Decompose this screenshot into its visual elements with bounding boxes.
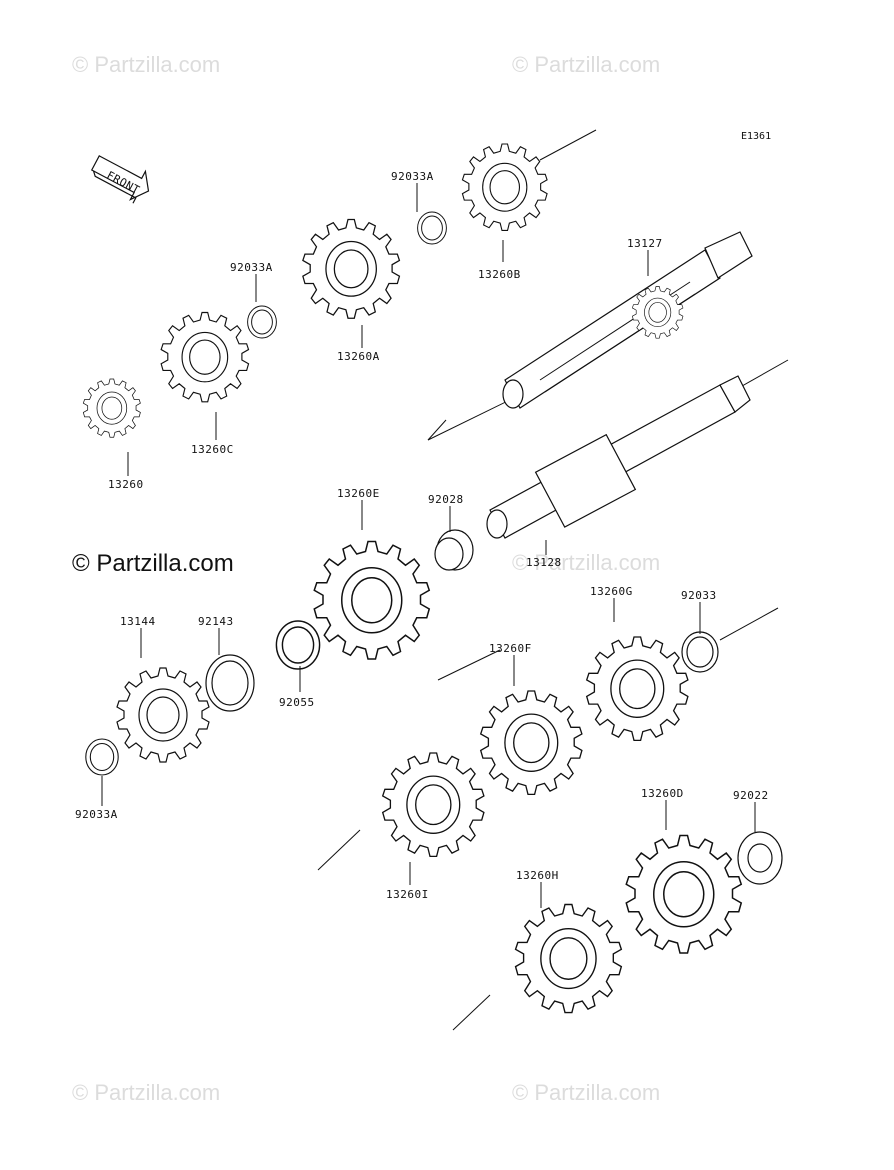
gear-13260E	[313, 540, 430, 660]
gear-13260I	[382, 752, 485, 858]
label-13260E: 13260E	[337, 487, 380, 500]
label-92028: 92028	[428, 493, 464, 506]
ring-92033-right	[681, 631, 719, 673]
label-13128: 13128	[526, 556, 562, 569]
label-13260D: 13260D	[641, 787, 684, 800]
gear-13260G	[586, 636, 689, 742]
label-13260C: 13260C	[191, 443, 234, 456]
label-92033A-top: 92033A	[391, 170, 434, 183]
label-13127: 13127	[627, 237, 663, 250]
gear-13260	[82, 378, 141, 438]
front-arrow-icon	[90, 155, 150, 204]
watermark-top-right: © Partzilla.com	[512, 52, 661, 77]
gear-13260A	[302, 218, 401, 319]
label-13260I: 13260I	[386, 888, 429, 901]
gear-13260H	[514, 903, 623, 1014]
ring-92033A-mid	[247, 305, 277, 339]
watermark-bottom-left: © Partzilla.com	[72, 1080, 221, 1105]
label-13260H: 13260H	[516, 869, 559, 882]
diagram-code: E1361	[741, 131, 772, 142]
watermark-main: © Partzilla.com	[72, 550, 234, 577]
watermark-bottom-right: © Partzilla.com	[512, 1080, 661, 1105]
label-13260B: 13260B	[478, 268, 521, 281]
watermark-center: © Partzilla.com	[512, 550, 661, 575]
label-92033: 92033	[681, 589, 717, 602]
bushing-92143	[205, 654, 255, 712]
gear-13260C	[160, 311, 250, 403]
shaft-13128	[486, 375, 751, 539]
ring-92055	[275, 620, 321, 670]
washer-92022	[737, 831, 783, 885]
label-13144: 13144	[120, 615, 156, 628]
label-13260G: 13260G	[590, 585, 633, 598]
label-13260: 13260	[108, 478, 144, 491]
bushing-92028	[434, 529, 474, 571]
label-13260A: 13260A	[337, 350, 380, 363]
label-92055: 92055	[279, 696, 315, 709]
gear-13260F	[480, 690, 583, 796]
gear-13260B	[461, 143, 548, 232]
ring-92033A-bot	[85, 738, 119, 776]
watermark-top-left: © Partzilla.com	[72, 52, 221, 77]
label-92143: 92143	[198, 615, 234, 628]
label-92033A-mid: 92033A	[230, 261, 273, 274]
label-92033A-bot: 92033A	[75, 808, 118, 821]
gear-13260D	[625, 834, 742, 954]
ring-92033A-top	[417, 211, 447, 245]
shaft-13127	[502, 231, 753, 409]
sprocket-13144	[116, 667, 210, 763]
label-13260F: 13260F	[489, 642, 532, 655]
label-92022: 92022	[733, 789, 769, 802]
